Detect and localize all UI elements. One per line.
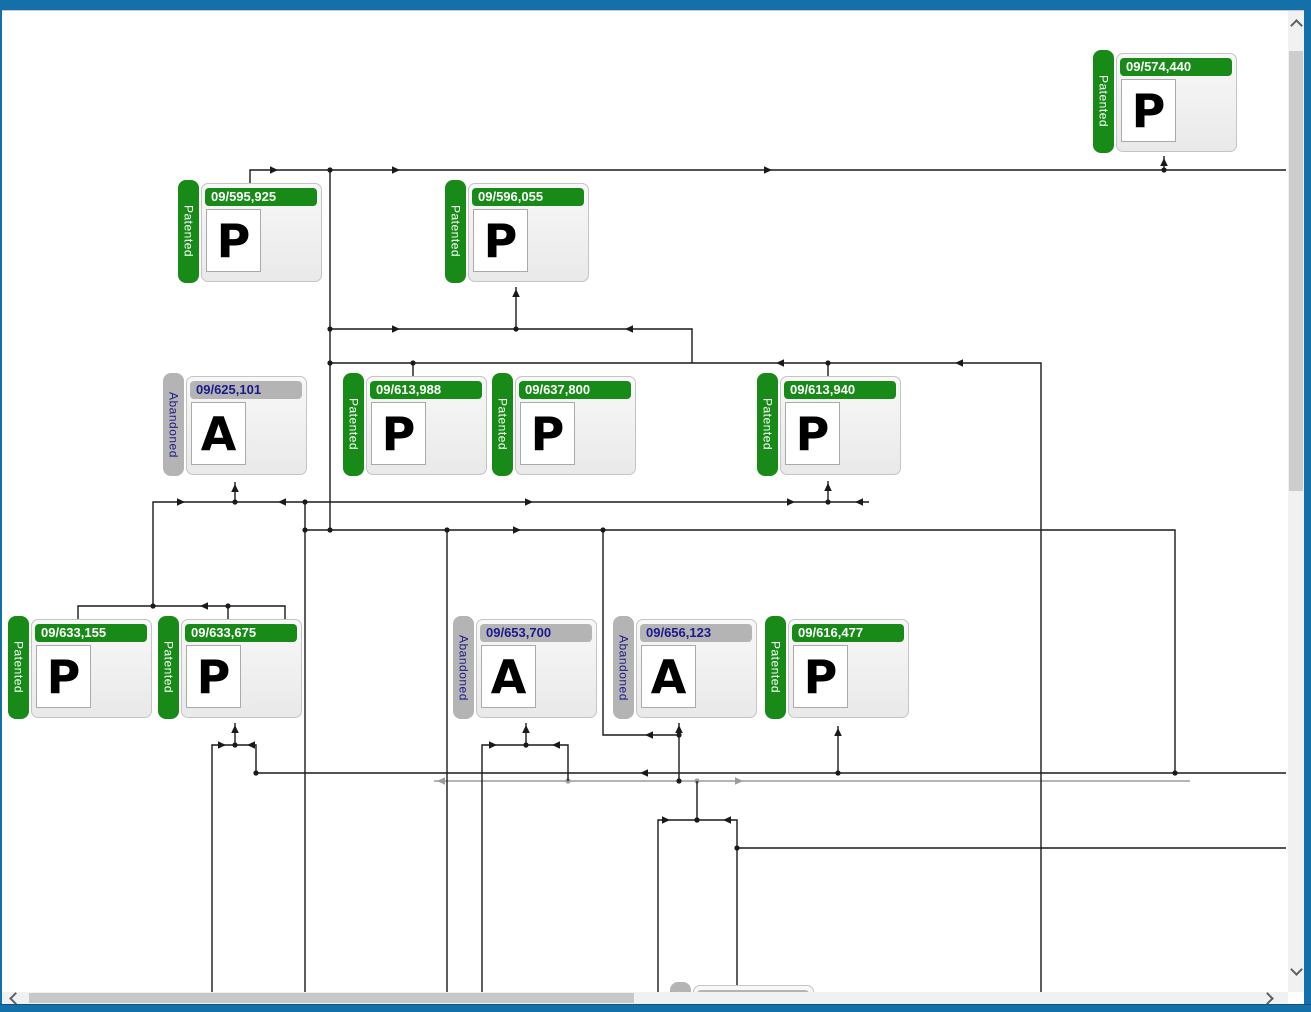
application-number-header: 09/633,155 [35, 624, 147, 642]
vertical-scrollbar[interactable] [1288, 11, 1304, 992]
status-letter: P [381, 406, 416, 461]
application-number-header: 09/616,477 [792, 624, 904, 642]
status-tab-label: Patented [181, 205, 196, 258]
status-letter-box: P [520, 402, 575, 465]
status-tab: Patented [492, 373, 513, 476]
status-tab-label: Patented [495, 398, 510, 451]
status-tab: Patented [765, 616, 786, 719]
patent-node-card[interactable]: 09/637,800 P [515, 376, 636, 475]
status-tab-label: Patented [1096, 75, 1111, 128]
application-number-header: 09/595,925 [205, 188, 317, 206]
status-tab-label: Abandoned [166, 391, 181, 458]
patent-node-card[interactable]: 09/633,155 P [31, 619, 152, 718]
status-tab-label: Abandoned [456, 634, 471, 701]
application-number-header: 09/656,123 [640, 624, 752, 642]
application-number-header: 09/596,055 [472, 188, 584, 206]
status-letter: P [795, 406, 830, 461]
status-tab: Patented [757, 373, 778, 476]
status-letter: A [200, 406, 237, 461]
window-border-bottom [0, 1004, 1311, 1012]
chevron-left-icon [8, 991, 22, 1005]
status-letter: P [483, 213, 518, 268]
application-number-header: 09/625,101 [190, 381, 302, 399]
window-border-right [1304, 10, 1311, 1004]
status-tab-label: Patented [768, 641, 783, 694]
application-number-header: 09/637,800 [519, 381, 631, 399]
status-tab: Abandoned [163, 373, 184, 476]
status-letter: P [46, 649, 81, 704]
status-tab-label: Patented [760, 398, 775, 451]
status-tab-label: Patented [161, 641, 176, 694]
status-tab-label: Patented [11, 641, 26, 694]
status-letter-box: A [191, 402, 246, 465]
status-letter-box: A [481, 645, 536, 708]
scroll-down-button[interactable] [1288, 961, 1304, 977]
patent-node-card[interactable]: 09/656,123 A [636, 619, 757, 718]
status-letter: A [490, 649, 527, 704]
chevron-up-icon [1289, 18, 1303, 32]
patent-node-card[interactable]: 09/616,477 P [788, 619, 909, 718]
application-number-header: 09/633,675 [185, 624, 297, 642]
status-tab: Patented [158, 616, 179, 719]
status-letter-box: P [206, 209, 261, 272]
status-letter: A [650, 649, 687, 704]
status-tab-label: Patented [448, 205, 463, 258]
status-letter-box: P [793, 645, 848, 708]
status-tab: Patented [178, 180, 199, 283]
horizontal-scrollbar-thumb[interactable] [29, 993, 634, 1003]
status-tab: Patented [343, 373, 364, 476]
application-number-header: 09/613,940 [784, 381, 896, 399]
chevron-right-icon [1260, 991, 1274, 1005]
status-letter-box: P [186, 645, 241, 708]
status-letter-box: P [36, 645, 91, 708]
chevron-down-icon [1289, 962, 1303, 976]
status-tab: Abandoned [453, 616, 474, 719]
status-tab: Patented [445, 180, 466, 283]
application-number-header: 09/574,440 [1120, 58, 1232, 76]
status-tab-label: Patented [346, 398, 361, 451]
status-letter: P [196, 649, 231, 704]
patent-node-card[interactable]: 09/653,700 A [476, 619, 597, 718]
status-letter-box: P [1121, 79, 1176, 142]
status-letter-box: A [641, 645, 696, 708]
status-letter: P [803, 649, 838, 704]
window-top-bar [0, 0, 1311, 11]
status-letter: P [1131, 83, 1166, 138]
scroll-up-button[interactable] [1288, 17, 1304, 33]
patent-node-card[interactable]: 09/595,925 P [201, 183, 322, 282]
status-letter: P [530, 406, 565, 461]
patent-node-card[interactable]: 09/625,101 A [186, 376, 307, 475]
scroll-left-button[interactable] [8, 991, 22, 1005]
patent-node-card[interactable]: 09/596,055 P [468, 183, 589, 282]
application-number-header: 09/613,988 [370, 381, 482, 399]
patent-node-card[interactable]: 09/633,675 P [181, 619, 302, 718]
status-tab-label: Abandoned [616, 634, 631, 701]
vertical-scrollbar-thumb[interactable] [1289, 51, 1303, 491]
patent-node-card[interactable]: 09/574,440 P [1116, 53, 1237, 152]
scroll-right-button[interactable] [1260, 991, 1274, 1005]
horizontal-scrollbar[interactable] [2, 991, 1288, 1005]
status-tab: Patented [8, 616, 29, 719]
application-number-header: 09/653,700 [480, 624, 592, 642]
status-tab: Patented [1093, 50, 1114, 153]
status-tab: Abandoned [613, 616, 634, 719]
status-letter-box: P [473, 209, 528, 272]
window-border-left [0, 10, 2, 1004]
status-letter-box: P [371, 402, 426, 465]
status-letter: P [216, 213, 251, 268]
status-letter-box: P [785, 402, 840, 465]
patent-node-card[interactable]: 09/613,940 P [780, 376, 901, 475]
patent-node-card[interactable]: 09/613,988 P [366, 376, 487, 475]
